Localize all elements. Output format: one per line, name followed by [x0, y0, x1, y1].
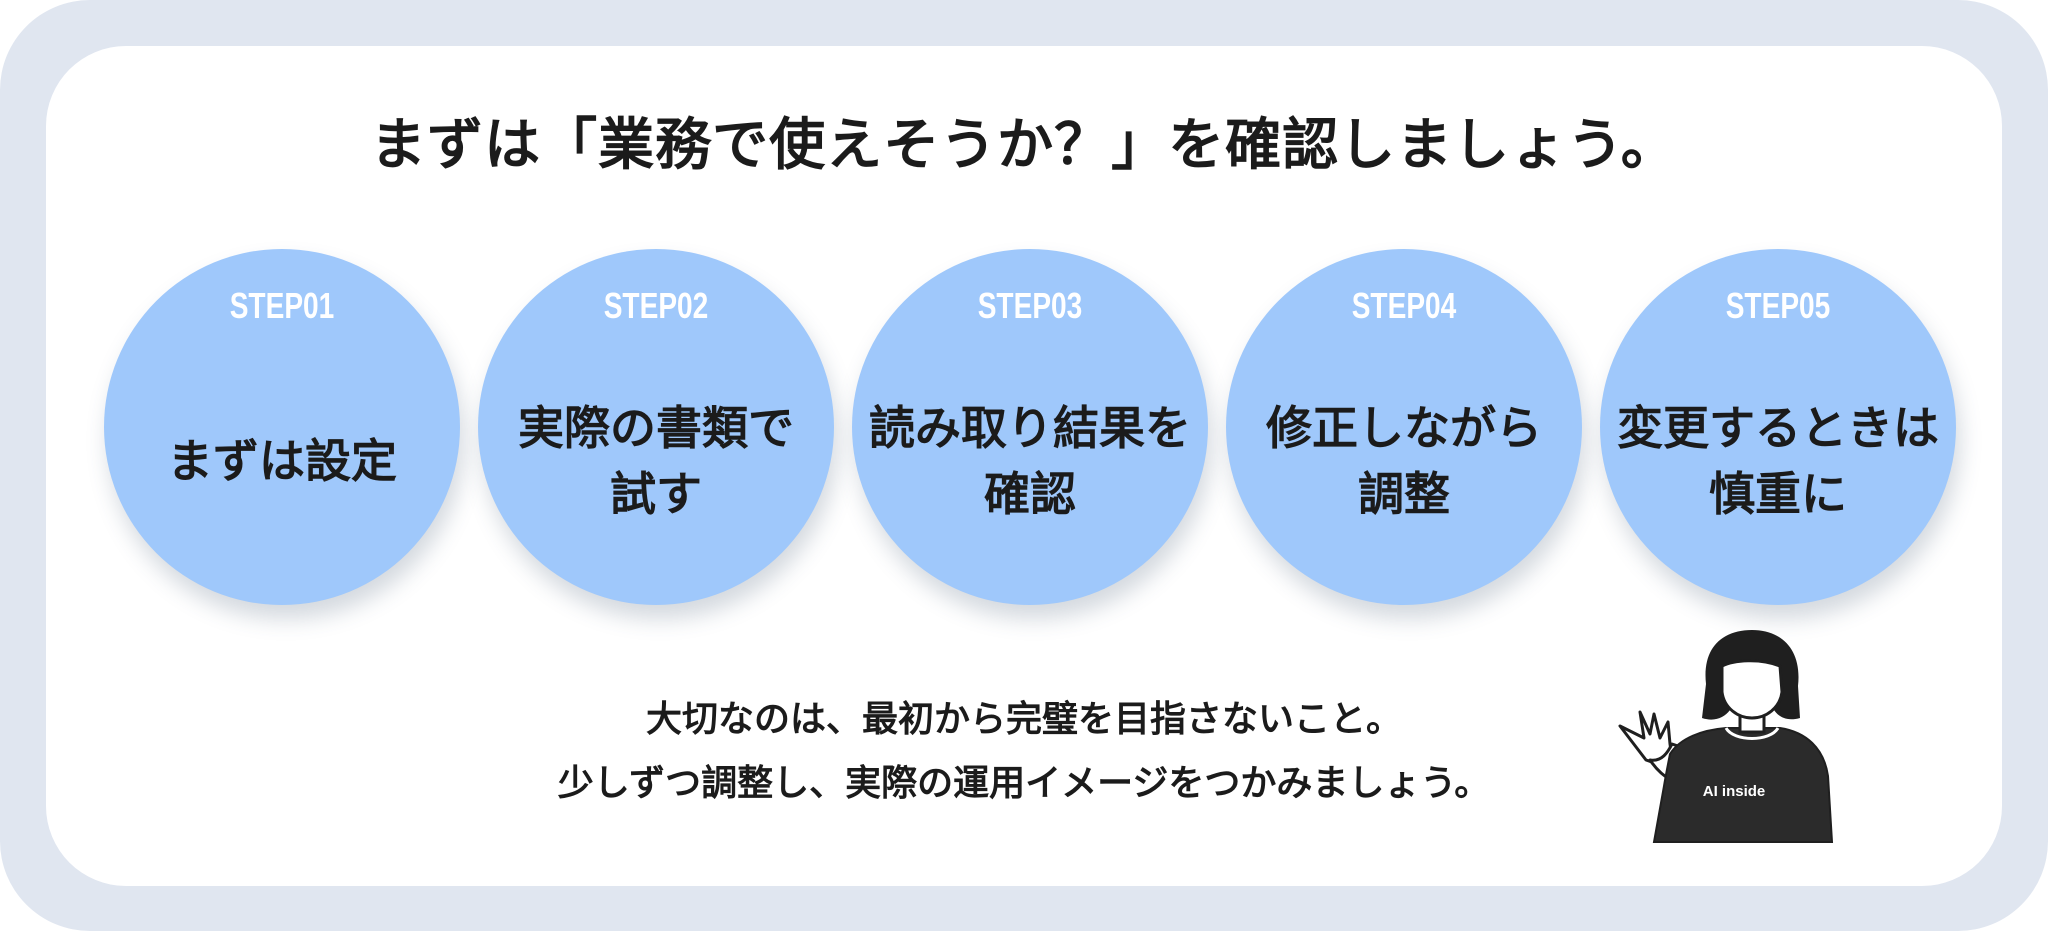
step-label-line: 実際の書類で: [518, 401, 794, 455]
step-number: STEP03: [977, 285, 1083, 326]
step-circle-5: STEP05 変更するときは 慎重に: [1600, 249, 1956, 605]
step-number: STEP05: [1725, 285, 1831, 326]
step-label-line: 慎重に: [1709, 467, 1847, 521]
step-label-line: 調整: [1358, 467, 1450, 521]
step-circle-3: STEP03 読み取り結果を 確認: [852, 249, 1208, 605]
step-label: 変更するときは 慎重に: [1600, 361, 1956, 561]
step-number: STEP04: [1351, 285, 1457, 326]
page-title: まずは「業務で使えそうか？」を確認しましょう。: [370, 113, 1678, 178]
shirt-logo-text: AI inside: [1703, 783, 1766, 800]
note-line-1: 大切なのは、最初から完璧を目指さないこと。: [645, 699, 1402, 740]
step-label: 読み取り結果を 確認: [852, 361, 1208, 561]
step-label-line: 修正しながら: [1266, 401, 1542, 455]
step-circle-4: STEP04 修正しながら 調整: [1226, 249, 1582, 605]
presenter-person-icon: AI inside: [1618, 630, 1834, 843]
step-label-line: 変更するときは: [1617, 401, 1939, 455]
step-label: 実際の書類で 試す: [478, 361, 834, 561]
closing-note: 大切なのは、最初から完璧を目指さないこと。 少しずつ調整し、実際の運用イメージを…: [0, 688, 2048, 816]
step-label-line: 確認: [984, 467, 1076, 521]
step-label-line: 試す: [610, 467, 702, 521]
step-number: STEP01: [229, 285, 335, 326]
step-circle-1: STEP01 まずは設定: [104, 249, 460, 605]
step-label-line: 読み取り結果を: [869, 401, 1191, 455]
step-label-line: まずは設定: [167, 434, 397, 488]
step-label: まずは設定: [104, 361, 460, 561]
note-line-2: 少しずつ調整し、実際の運用イメージをつかみましょう。: [557, 763, 1491, 804]
step-number: STEP02: [603, 285, 709, 326]
step-circle-2: STEP02 実際の書類で 試す: [478, 249, 834, 605]
step-label: 修正しながら 調整: [1226, 361, 1582, 561]
